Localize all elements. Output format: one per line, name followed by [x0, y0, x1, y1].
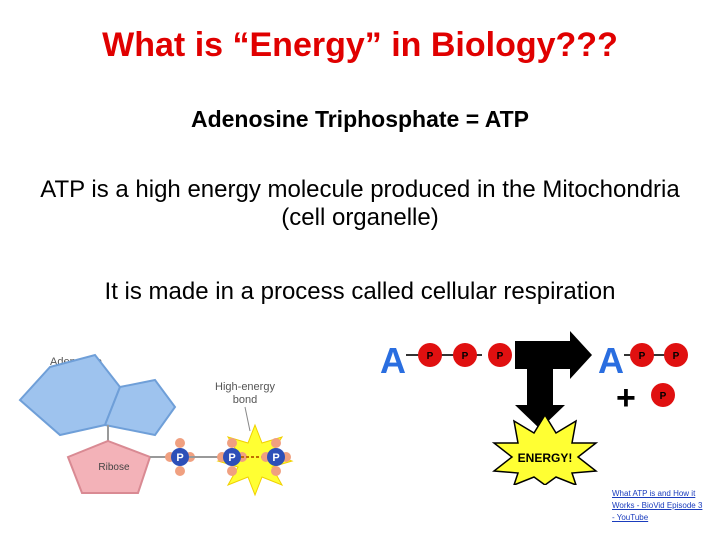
slide-subtitle: Adenosine Triphosphate = ATP: [190, 106, 529, 132]
phosphate-group-1: P: [165, 438, 195, 476]
slide-title: What is “Energy” in Biology???: [102, 26, 618, 64]
high-energy-label-line1: High-energy: [215, 381, 275, 393]
ribose-label: Ribose: [98, 462, 130, 473]
atp-phosphate-1-letter: P: [427, 351, 434, 362]
atp-phosphate-2-letter: P: [462, 351, 469, 362]
ribose-pentagon: [66, 439, 152, 494]
atp-hydrolysis-diagram: A P P P A P P + P ENERGY!: [380, 331, 688, 485]
paragraph-atp-definition: ATP is a high energy molecule produced i…: [40, 176, 680, 231]
free-phosphate: [651, 383, 675, 407]
energy-burst-icon: [491, 413, 599, 485]
energy-label: ENERGY!: [518, 451, 573, 465]
phosphate-2-letter: P: [228, 452, 235, 464]
high-energy-leader-line: [244, 406, 251, 432]
youtube-video-link[interactable]: What ATP is and How it Works - BioVid Ep…: [612, 489, 703, 522]
adp-phosphate-2: [664, 343, 688, 367]
free-phosphate-letter: P: [660, 391, 667, 402]
high-energy-label-line2: bond: [233, 394, 257, 406]
reaction-arrow-icon: [515, 331, 592, 429]
atp-a-letter: A: [380, 340, 406, 381]
adp-a-letter: A: [598, 340, 624, 381]
adp-phosphate-1: [630, 343, 654, 367]
phosphate-group-3: P: [261, 438, 291, 476]
atp-molecule-diagram: Adenosine Ribose High-energy bond P P: [18, 353, 294, 497]
phosphate-1-letter: P: [176, 452, 183, 464]
adp-phosphate-1-letter: P: [639, 351, 646, 362]
atp-phosphate-2: [453, 343, 477, 367]
atp-phosphate-3: [488, 343, 512, 367]
atp-phosphate-1: [418, 343, 442, 367]
plus-sign: +: [616, 379, 636, 417]
phosphate-3-letter: P: [272, 452, 279, 464]
paragraph-cellular-respiration: It is made in a process called cellular …: [104, 278, 616, 305]
adenine-ring-five: [103, 378, 177, 437]
atp-phosphate-3-letter: P: [497, 351, 504, 362]
adp-phosphate-2-letter: P: [673, 351, 680, 362]
